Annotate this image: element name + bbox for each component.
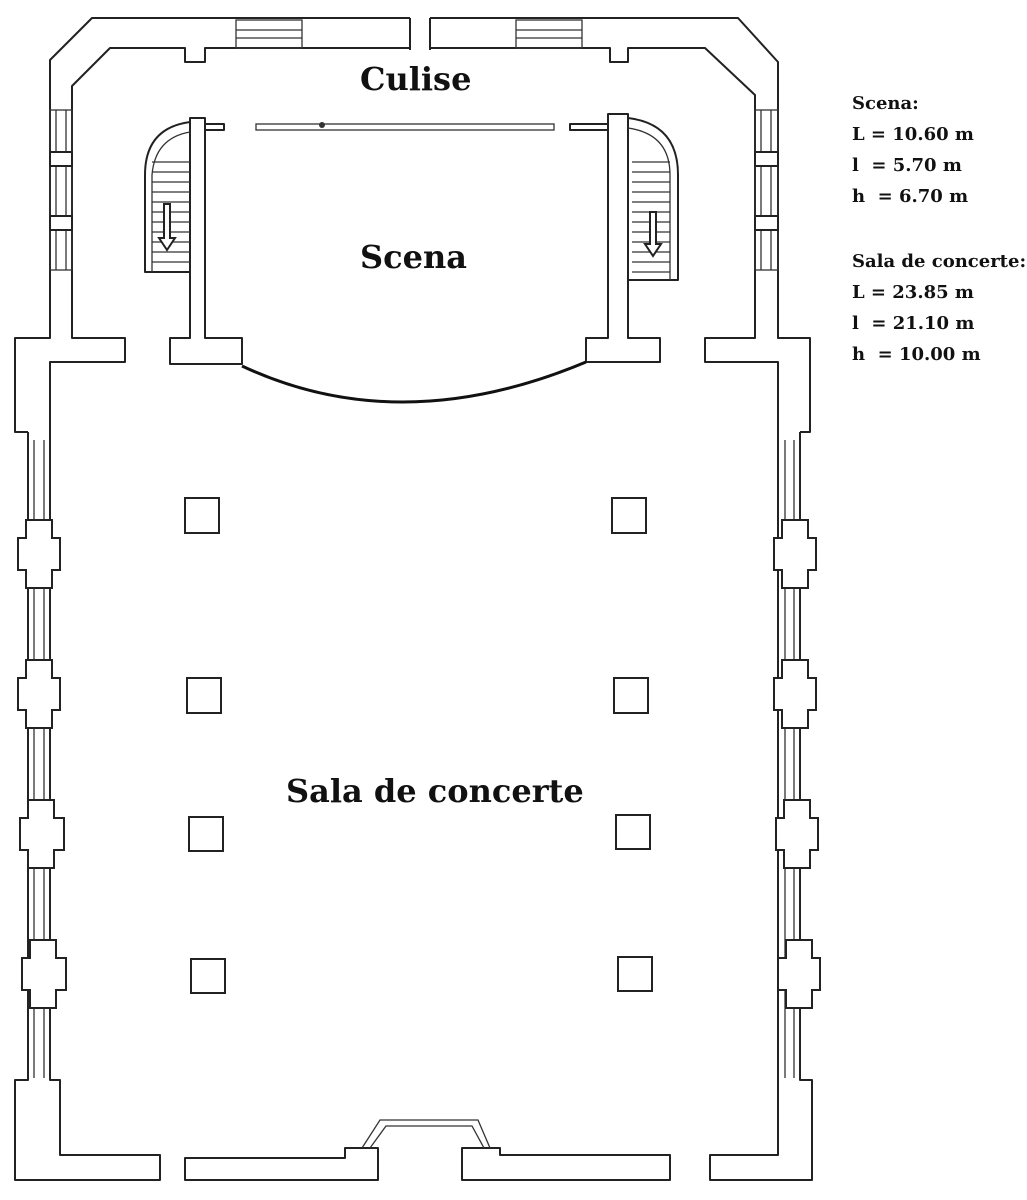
hall-side-windows	[33, 440, 795, 1078]
sala-height: h = 10.00 m	[852, 344, 981, 365]
column	[615, 814, 651, 850]
scena-width: l = 5.70 m	[852, 155, 962, 176]
sala-dimensions-heading: Sala de concerte:	[852, 251, 1027, 272]
stage-front-arc	[241, 360, 587, 404]
column	[190, 958, 226, 994]
left-piers	[17, 519, 67, 1009]
column	[184, 497, 220, 534]
right-piers	[773, 519, 821, 1009]
column	[188, 816, 224, 852]
upper-side-windows	[49, 109, 779, 271]
sala-label: Sala de concerte	[286, 772, 584, 810]
sala-dimensions: Sala de concerte: L = 23.85 m l = 21.10 …	[852, 246, 1026, 370]
stage-walls	[169, 113, 661, 404]
culise-label: Culise	[360, 60, 472, 98]
down-arrow-icon	[643, 211, 663, 258]
scena-height: h = 6.70 m	[852, 186, 969, 207]
top-windows	[235, 19, 583, 49]
scena-length: L = 10.60 m	[852, 124, 974, 145]
column	[617, 956, 653, 992]
down-arrow-icon	[157, 203, 177, 252]
scena-dimensions-heading: Scena:	[852, 93, 919, 114]
column	[186, 677, 222, 714]
column	[613, 677, 649, 714]
hall-columns	[184, 497, 653, 994]
sala-length: L = 23.85 m	[852, 282, 974, 303]
scena-dimensions: Scena: L = 10.60 m l = 5.70 m h = 6.70 m	[852, 88, 974, 212]
scena-label: Scena	[360, 238, 467, 276]
sala-width: l = 21.10 m	[852, 313, 975, 334]
column	[611, 497, 647, 534]
outer-wall	[14, 17, 813, 1181]
